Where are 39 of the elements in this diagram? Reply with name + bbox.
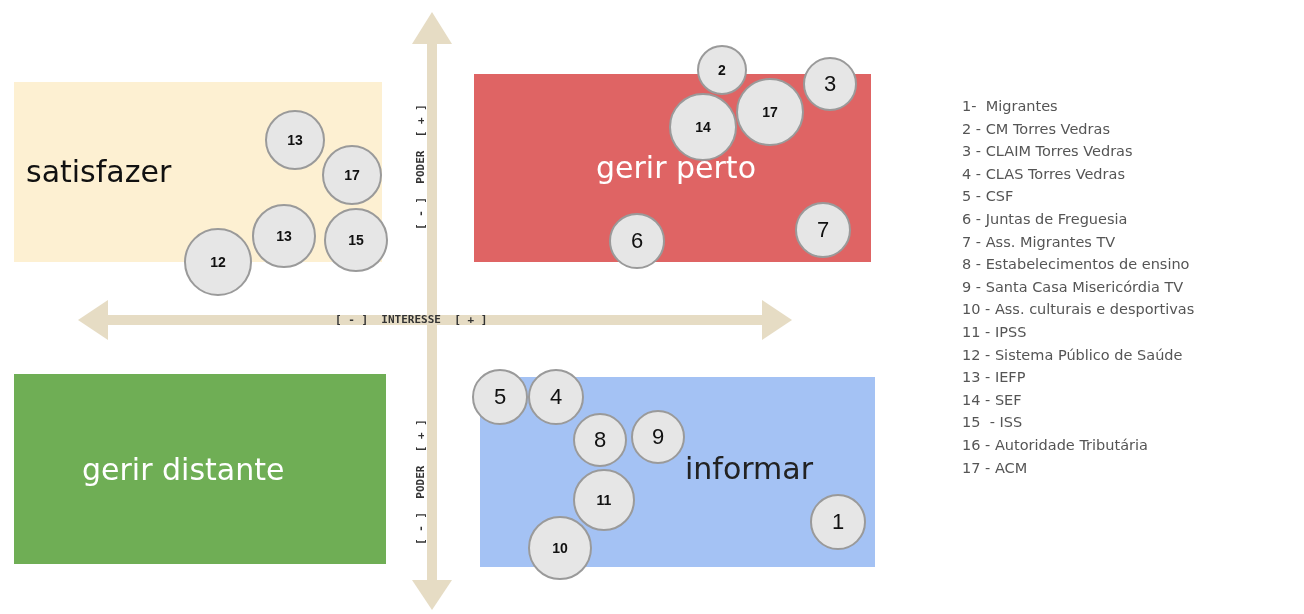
- legend-entry: 13 - IEFP: [962, 368, 1026, 387]
- legend-entry: 11 - IPSS: [962, 323, 1027, 341]
- legend-entry: 16 - Autoridade Tributária: [962, 436, 1148, 454]
- stakeholder-circle: 8: [573, 413, 627, 467]
- stakeholder-circle: 9: [631, 410, 685, 464]
- quadrant-label: gerir distante: [82, 452, 285, 487]
- quadrant-panel: [14, 374, 386, 564]
- legend-entry: 8 - Estabelecimentos de ensino: [962, 255, 1190, 274]
- legend-entry: 1- Migrantes: [962, 97, 1058, 115]
- legend-entry: 3 - CLAIM Torres Vedras: [962, 142, 1133, 161]
- axis-label: [ - ] PODER [ + ]: [414, 103, 427, 232]
- legend-entry: 14 - SEF: [962, 390, 1022, 409]
- stakeholder-circle: 17: [322, 145, 382, 205]
- stakeholder-circle: 1: [810, 494, 866, 550]
- quadrant-label: satisfazer: [26, 154, 172, 189]
- stakeholder-circle: 4: [528, 369, 584, 425]
- legend-entry: 5 - CSF: [962, 187, 1014, 206]
- stakeholder-circle: 11: [573, 469, 635, 531]
- legend-entry: 2 - CM Torres Vedras: [962, 119, 1110, 138]
- legend-entry: 15 - ISS: [962, 413, 1023, 432]
- stakeholder-circle: 5: [472, 369, 528, 425]
- stakeholder-circle: 15: [324, 208, 388, 272]
- legend-entry: 4 - CLAS Torres Vedras: [962, 164, 1125, 183]
- quadrant-label: informar: [685, 451, 813, 486]
- legend-entry: 10 - Ass. culturais e desportivas: [962, 300, 1195, 319]
- legend-entry: 17 - ACM: [962, 458, 1028, 477]
- legend-entry: 7 - Ass. Migrantes TV: [962, 232, 1116, 251]
- stakeholder-circle: 2: [697, 45, 747, 95]
- stakeholder-circle: 7: [795, 202, 851, 258]
- axis-label: [ - ] PODER [ + ]: [414, 418, 427, 547]
- stakeholder-circle: 12: [184, 228, 252, 296]
- legend-entry: 9 - Santa Casa Misericórdia TV: [962, 277, 1184, 296]
- stakeholder-circle: 17: [736, 78, 804, 146]
- quadrant-panel: [474, 74, 871, 262]
- legend-entry: 6 - Juntas de Freguesia: [962, 210, 1128, 228]
- stakeholder-circle: 3: [803, 57, 857, 111]
- stakeholder-circle: 13: [265, 110, 325, 170]
- legend-entry: 12 - Sistema Público de Saúde: [962, 345, 1183, 364]
- axis-label: [ - ] INTERESSE [ + ]: [335, 313, 488, 326]
